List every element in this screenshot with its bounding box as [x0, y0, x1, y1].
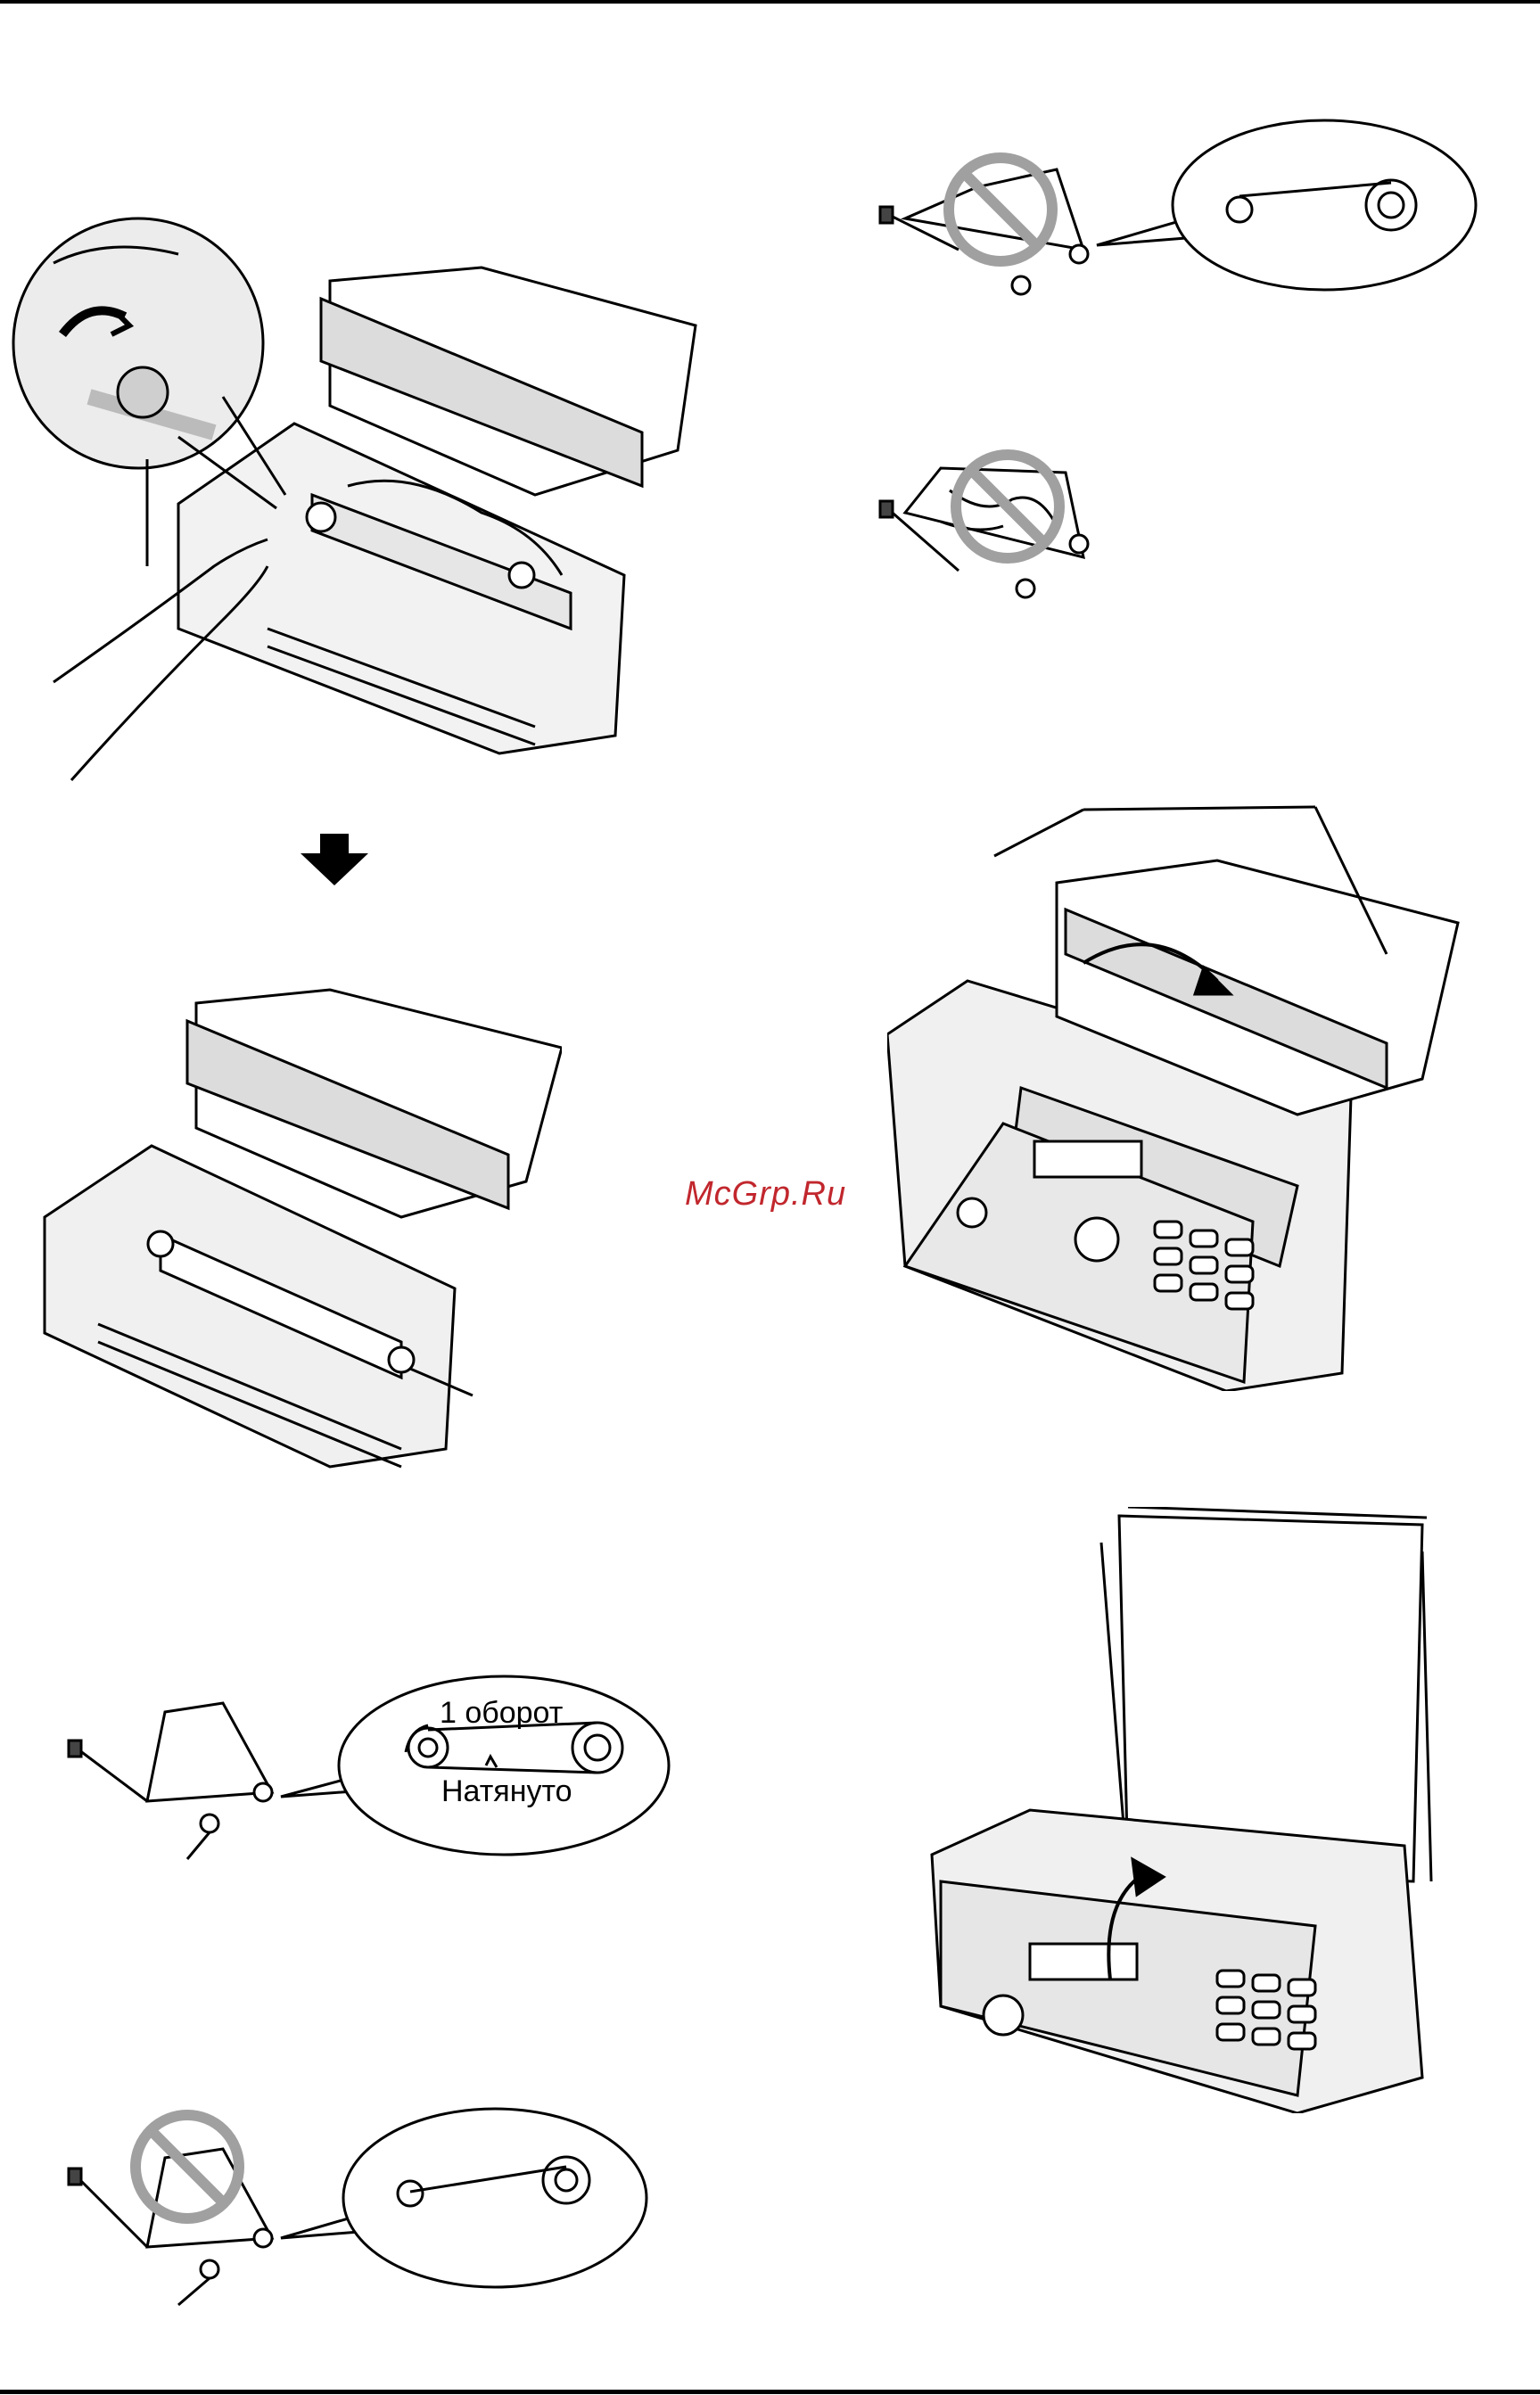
figure-ribbon-loose-prohibited [67, 2104, 673, 2309]
watermark: McGrp.Ru [685, 1175, 846, 1214]
figure-ribbon-reversed-prohibited [878, 116, 1485, 312]
turn-label: 1 оборот [440, 1696, 563, 1730]
figure-ribbon-installed [27, 950, 562, 1476]
figure-tighten-ribbon-gear [0, 201, 713, 789]
down-arrow-icon [299, 834, 370, 887]
bottom-rule [0, 2390, 1540, 2394]
figure-ribbon-creased-prohibited [878, 437, 1110, 615]
figure-ribbon-tension-correct: 1 оборот Натянуто [67, 1667, 673, 1872]
figure-close-front-cover [887, 802, 1494, 1391]
figure-cover-closed-paper-loaded [923, 1507, 1440, 2113]
tight-label: Натянуто [441, 1774, 572, 1808]
top-rule [0, 0, 1540, 4]
